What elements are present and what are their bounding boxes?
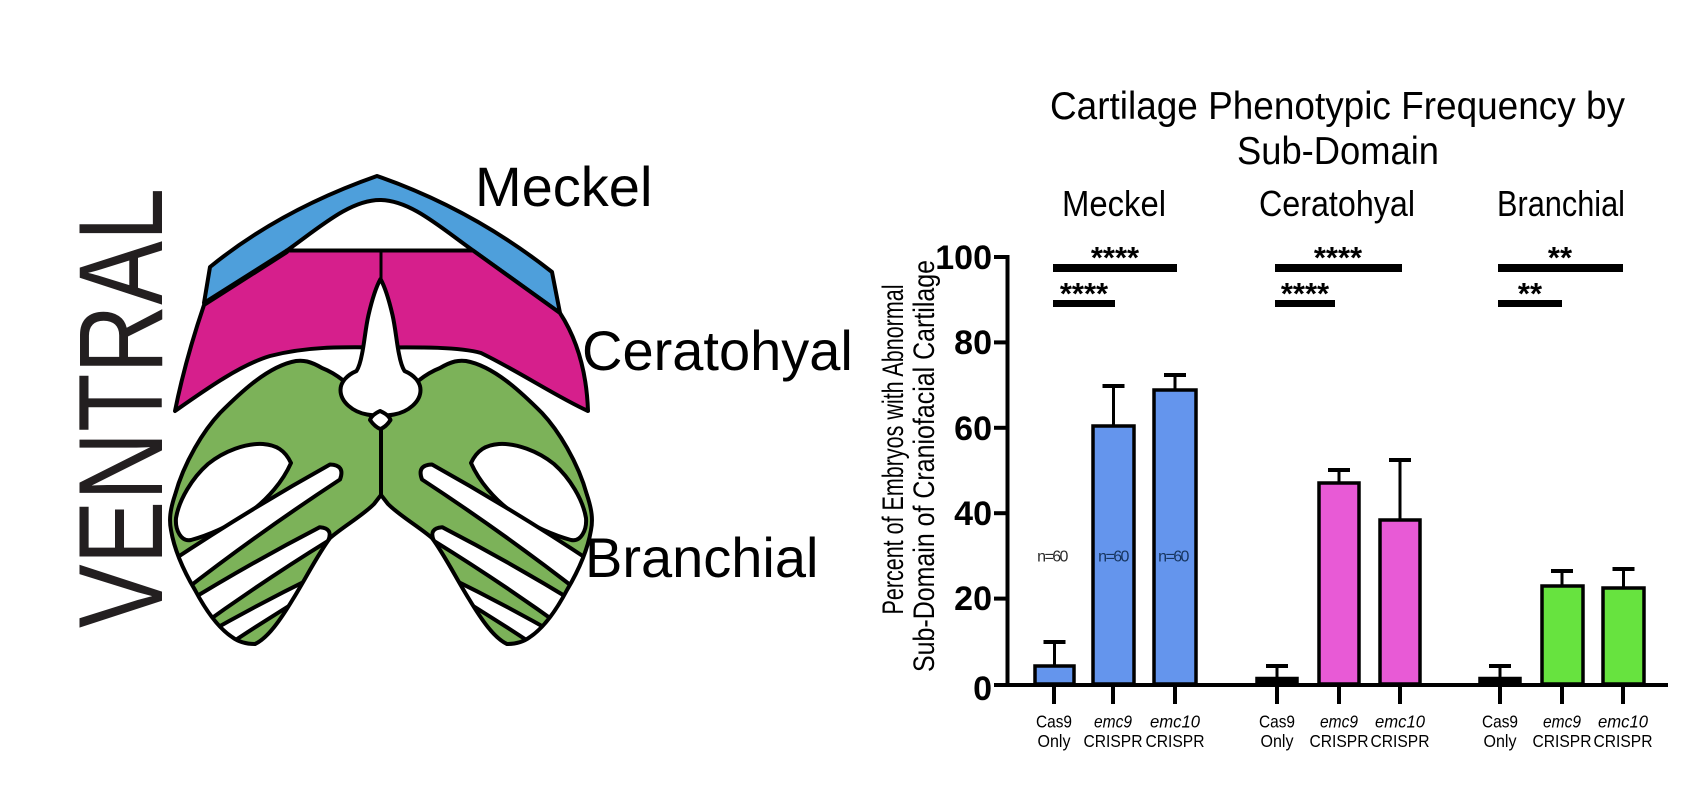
svg-text:Cas9: Cas9 — [1036, 712, 1072, 732]
svg-text:Meckel: Meckel — [475, 155, 652, 218]
svg-text:n=60: n=60 — [1158, 549, 1189, 566]
svg-text:****: **** — [1281, 276, 1330, 311]
svg-text:CRISPR: CRISPR — [1594, 731, 1653, 751]
svg-text:emc10: emc10 — [1375, 712, 1425, 732]
svg-text:****: **** — [1314, 240, 1363, 275]
svg-text:Only: Only — [1484, 731, 1517, 751]
svg-text:n=60: n=60 — [1098, 549, 1129, 566]
svg-text:VENTRAL: VENTRAL — [54, 188, 188, 628]
svg-text:Cas9: Cas9 — [1482, 712, 1518, 732]
svg-text:CRISPR: CRISPR — [1371, 731, 1430, 751]
svg-text:CRISPR: CRISPR — [1084, 731, 1143, 751]
svg-text:CRISPR: CRISPR — [1533, 731, 1592, 751]
svg-text:0: 0 — [973, 670, 992, 708]
svg-text:emc10: emc10 — [1598, 712, 1648, 732]
svg-text:Cartilage Phenotypic Frequency: Cartilage Phenotypic Frequency by — [1050, 85, 1625, 128]
svg-text:Branchial: Branchial — [1497, 183, 1625, 224]
svg-text:n=60: n=60 — [1037, 549, 1068, 566]
svg-text:Sub-Domain: Sub-Domain — [1237, 130, 1439, 173]
svg-text:Sub-Domain of Craniofacial Car: Sub-Domain of Craniofacial Cartilage — [908, 260, 941, 672]
svg-text:CRISPR: CRISPR — [1310, 731, 1369, 751]
svg-text:Ceratohyal: Ceratohyal — [582, 319, 853, 382]
svg-text:Only: Only — [1038, 731, 1071, 751]
svg-text:****: **** — [1060, 276, 1109, 311]
svg-text:80: 80 — [954, 324, 992, 362]
svg-text:**: ** — [1548, 240, 1573, 275]
svg-text:emc9: emc9 — [1320, 712, 1358, 732]
svg-text:****: **** — [1091, 240, 1140, 275]
svg-text:Cas9: Cas9 — [1259, 712, 1295, 732]
svg-text:CRISPR: CRISPR — [1146, 731, 1205, 751]
svg-text:emc9: emc9 — [1094, 712, 1132, 732]
svg-text:100: 100 — [935, 239, 992, 277]
svg-text:60: 60 — [954, 410, 992, 448]
svg-text:emc9: emc9 — [1543, 712, 1581, 732]
svg-text:Meckel: Meckel — [1062, 183, 1166, 224]
svg-text:Ceratohyal: Ceratohyal — [1259, 183, 1415, 224]
svg-text:40: 40 — [954, 495, 992, 533]
svg-text:Percent of Embryos with Abnorm: Percent of Embryos with Abnormal — [877, 285, 910, 615]
svg-text:emc10: emc10 — [1150, 712, 1200, 732]
svg-text:Only: Only — [1261, 731, 1294, 751]
svg-text:Branchial: Branchial — [585, 526, 818, 589]
svg-text:20: 20 — [954, 580, 992, 618]
svg-text:**: ** — [1518, 276, 1543, 311]
